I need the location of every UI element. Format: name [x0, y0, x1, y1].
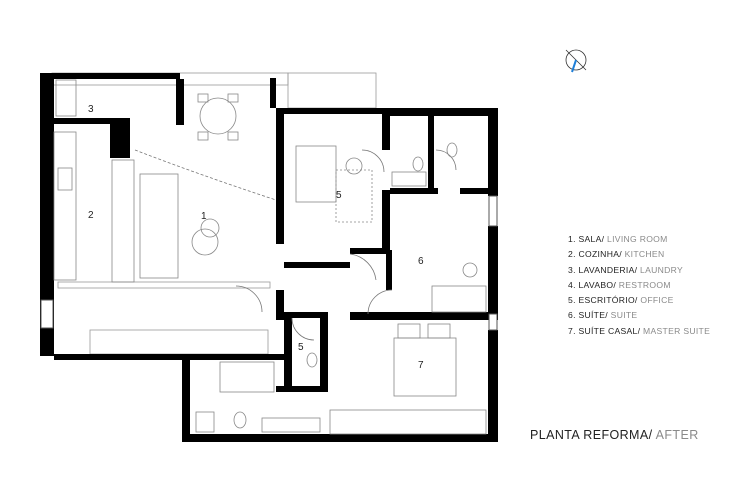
- wall-north-laundry: [40, 73, 180, 79]
- wall-bath2-south: [460, 188, 498, 194]
- chair: [197, 93, 209, 103]
- cooktop: [57, 167, 73, 191]
- vanity: [261, 417, 321, 433]
- door-swing-suite: [367, 289, 393, 315]
- wardrobe: [329, 409, 487, 435]
- wall-stub: [276, 290, 284, 320]
- toilet: [233, 411, 247, 429]
- wall-north-bath: [390, 108, 498, 116]
- room-label-kitchen: 2: [88, 210, 94, 221]
- suite-chair: [462, 262, 478, 278]
- windows: [40, 195, 498, 331]
- room-legend: 1. SALA/ LIVING ROOM 2. COZINHA/ KITCHEN…: [568, 234, 710, 341]
- office-desk: [295, 145, 337, 203]
- window-east-1: [488, 195, 498, 227]
- chair: [227, 93, 239, 103]
- wall-south-living: [54, 354, 188, 360]
- wall-sw-living: [40, 328, 54, 356]
- room-label-office: 5: [336, 190, 342, 201]
- laundry-machine: [55, 79, 77, 117]
- column-kitchen: [110, 118, 130, 158]
- legend-item: 3. LAVANDERIA/ LAUNDRY: [568, 264, 684, 275]
- master-bed: [393, 337, 457, 397]
- plan-title: PLANTA REFORMA/ AFTER: [530, 428, 699, 442]
- toilet: [446, 142, 458, 158]
- sofa: [139, 173, 179, 279]
- side-table: [200, 218, 220, 238]
- wall-restroom-north: [284, 312, 320, 318]
- suite-desk: [431, 285, 487, 313]
- shower: [195, 411, 215, 433]
- plan-title-main: PLANTA REFORMA/: [530, 428, 653, 442]
- pillow: [427, 323, 451, 339]
- room-label-laundry: 3: [88, 104, 94, 115]
- dashed-line: [57, 281, 271, 289]
- wall-office-north: [284, 108, 390, 114]
- bench-outline: [89, 329, 269, 355]
- wall-living-office: [276, 108, 284, 244]
- wall-restroom-west: [284, 312, 292, 392]
- north-arrow-icon: [565, 49, 587, 73]
- wall-restroom-east: [320, 312, 328, 388]
- room-label-living: 1: [201, 211, 207, 222]
- door-swing-hall: [235, 285, 263, 313]
- doors: [134, 149, 457, 341]
- legend-item: 1. SALA/ LIVING ROOM: [568, 234, 668, 244]
- rug: [335, 169, 373, 223]
- wall-east-mid: [488, 226, 498, 314]
- legend-item: 6. SUÍTE/ SUITE: [568, 310, 638, 321]
- wall-bath-north: [190, 354, 284, 360]
- wall-laundry-east: [176, 79, 184, 125]
- wall-west: [40, 73, 54, 355]
- light-outlines: [51, 72, 377, 355]
- door-swing-bath2: [435, 149, 457, 171]
- wall-office-south: [284, 262, 350, 268]
- legend-item: 7. SUÍTE CASAL/ MASTER SUITE: [568, 325, 711, 336]
- door-swing-bath: [361, 149, 385, 173]
- wall-suite-west: [350, 248, 390, 254]
- bathtub: [219, 361, 275, 393]
- wall-east-upper: [488, 108, 498, 196]
- room-label-restroom: 5: [298, 342, 304, 353]
- room-label-master-suite: 7: [418, 360, 424, 371]
- toilet: [306, 352, 318, 368]
- wall-suite-entry: [386, 250, 392, 290]
- vanity: [391, 171, 427, 187]
- door-pivot-living: [134, 149, 277, 201]
- wall-south: [182, 434, 498, 442]
- wall-office-east-lower: [382, 190, 390, 250]
- chair: [197, 131, 209, 141]
- legend-item: 4. LAVABO/ RESTROOM: [568, 279, 671, 290]
- frame-nw: [270, 78, 276, 108]
- coffee-table: [191, 228, 219, 256]
- wall-master-north: [350, 312, 498, 320]
- toilet: [412, 156, 424, 172]
- kitchen-counter: [53, 131, 77, 281]
- room-label-suite: 6: [418, 256, 424, 267]
- chair: [227, 131, 239, 141]
- window-east-2: [488, 313, 498, 331]
- kitchen-island: [111, 159, 135, 283]
- door-swing-office: [349, 253, 377, 281]
- dining-table: [199, 97, 237, 135]
- wall-bath-mid: [428, 116, 434, 188]
- legend-item: 2. COZINHA/ KITCHEN: [568, 249, 665, 260]
- door-swing-restroom: [291, 317, 315, 341]
- wall-east-lower: [488, 330, 498, 442]
- furniture: [53, 79, 487, 435]
- plan-title-sub: AFTER: [655, 428, 699, 442]
- wall-bath-south: [390, 188, 438, 194]
- wall-laundry-south: [54, 118, 130, 124]
- wall-restroom-south: [276, 386, 328, 392]
- pillow: [397, 323, 421, 339]
- office-chair: [345, 157, 363, 175]
- window-west: [40, 299, 54, 329]
- wall-office-east-upper: [382, 108, 390, 150]
- legend-item: 5. ESCRITÓRIO/ OFFICE: [568, 295, 674, 306]
- wall-west-lower: [182, 354, 190, 440]
- balcony-outline: [287, 72, 377, 109]
- walls: [40, 73, 498, 442]
